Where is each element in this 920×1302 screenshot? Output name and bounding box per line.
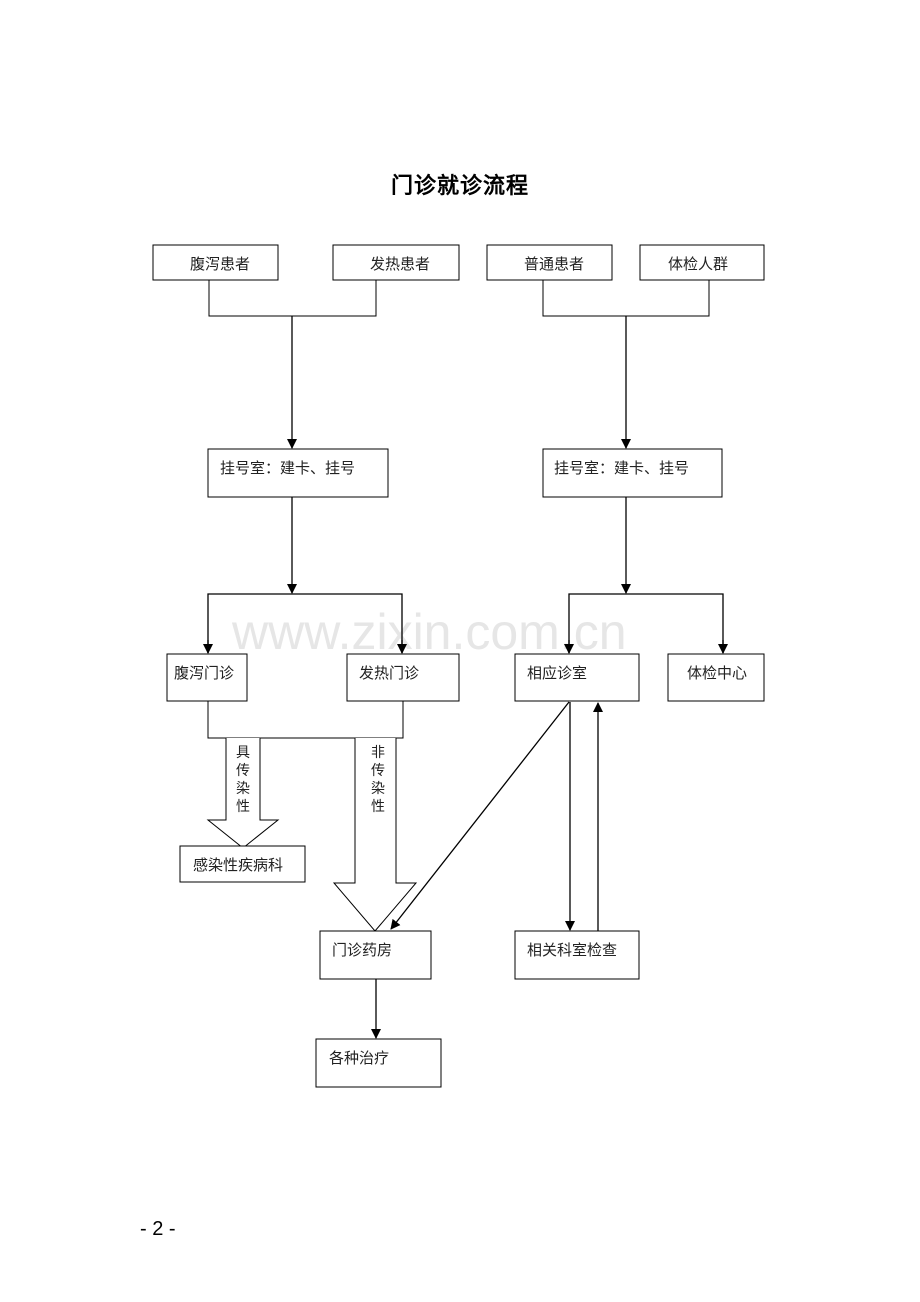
node-registration-left: 挂号室：建卡、挂号 xyxy=(207,448,389,498)
label-char: 性 xyxy=(236,799,250,815)
node-label: 相关科室检查 xyxy=(527,941,617,959)
node-label: 各种治疗 xyxy=(329,1049,389,1067)
split-left xyxy=(207,593,403,653)
node-fever-clinic: 发热门诊 xyxy=(346,653,460,702)
arrow-clinic-to-pharmacy xyxy=(390,701,570,930)
node-label: 感染性疾病科 xyxy=(193,856,283,874)
node-diarrhea-patients: 腹泻患者 xyxy=(152,244,279,281)
connector-merge-right xyxy=(542,280,710,317)
node-fever-patients: 发热患者 xyxy=(332,244,460,281)
label-infectious: 具 传 染 性 xyxy=(236,745,250,815)
label-char: 具 xyxy=(236,745,250,761)
node-label: 体检中心 xyxy=(687,664,747,682)
page-number: - 2 - xyxy=(140,1218,176,1240)
node-general-patients: 普通患者 xyxy=(486,244,613,281)
label-non-infectious: 非 传 染 性 xyxy=(371,745,385,815)
node-label: 挂号室：建卡、挂号 xyxy=(554,459,689,477)
node-label: 挂号室：建卡、挂号 xyxy=(220,459,355,477)
node-registration-right: 挂号室：建卡、挂号 xyxy=(542,448,723,498)
node-checkup-center: 体检中心 xyxy=(667,653,765,702)
split-right xyxy=(568,593,724,653)
node-label: 体检人群 xyxy=(668,255,728,273)
node-label: 腹泻患者 xyxy=(190,255,250,273)
label-char: 传 xyxy=(236,763,250,779)
node-label: 门诊药房 xyxy=(332,941,392,959)
connector-merge-left xyxy=(208,280,377,317)
node-label: 相应诊室 xyxy=(527,664,587,682)
node-infectious-dept: 感染性疾病科 xyxy=(179,845,306,883)
node-label: 腹泻门诊 xyxy=(174,664,234,682)
node-label: 发热门诊 xyxy=(359,664,419,682)
node-label: 普通患者 xyxy=(524,255,584,273)
label-char: 传 xyxy=(371,763,385,779)
connector-clinics-merge xyxy=(207,701,404,739)
label-char: 性 xyxy=(371,799,385,815)
node-related-dept-exam: 相关科室检查 xyxy=(514,930,640,980)
node-outpatient-pharmacy: 门诊药房 xyxy=(319,930,432,980)
node-various-treatments: 各种治疗 xyxy=(315,1038,442,1088)
node-diarrhea-clinic: 腹泻门诊 xyxy=(166,653,248,702)
label-char: 染 xyxy=(371,781,385,797)
node-corresponding-clinic: 相应诊室 xyxy=(514,653,640,702)
page-title: 门诊就诊流程 xyxy=(390,174,529,199)
node-label: 发热患者 xyxy=(370,255,430,273)
node-checkup-people: 体检人群 xyxy=(639,244,765,281)
label-char: 非 xyxy=(371,745,385,761)
label-char: 染 xyxy=(236,781,250,797)
